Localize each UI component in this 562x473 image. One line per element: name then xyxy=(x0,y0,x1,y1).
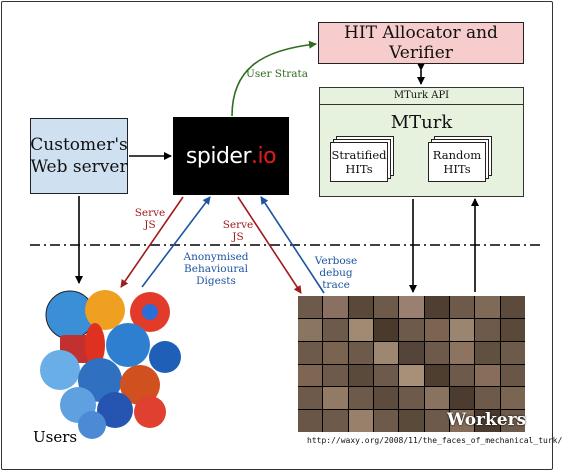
arrow-user-strata xyxy=(231,40,317,117)
arrow-spider-to-users xyxy=(120,196,184,288)
spider-io-logo: spider.io xyxy=(173,117,289,195)
arrow-spider-to-workers xyxy=(237,196,302,294)
random-hits-stack: Random HITs xyxy=(428,136,492,182)
anonymised-digests-label: Anonymised Behavioural Digests xyxy=(183,251,249,287)
user-strata-label: User Strata xyxy=(246,68,308,80)
mturk-label: MTurk xyxy=(390,112,453,133)
credit-url: http://waxy.org/2008/11/the_faces_of_mec… xyxy=(307,436,562,445)
verbose-debug-label: Verbose debug trace xyxy=(314,255,358,291)
spider-io-name: spider xyxy=(185,143,252,169)
serve-js-right-label: Serve JS xyxy=(222,219,254,243)
customer-server-label: Customer's Web server xyxy=(30,135,128,177)
workers-photo-collage xyxy=(298,296,525,432)
mturk-api-label: MTurk API xyxy=(320,88,523,105)
hit-allocator-label: HIT Allocator and Verifier xyxy=(344,23,498,63)
stratified-hits-label: Stratified HITs xyxy=(330,142,388,182)
mturk-box: MTurk API MTurk Stratified HITs Random H… xyxy=(319,87,524,197)
users-label: Users xyxy=(33,428,78,446)
customer-server-box: Customer's Web server xyxy=(30,118,128,194)
spider-io-suffix: .io xyxy=(251,143,277,169)
serve-js-left-label: Serve JS xyxy=(134,207,166,231)
stratified-hits-stack: Stratified HITs xyxy=(330,136,394,182)
hit-allocator-box: HIT Allocator and Verifier xyxy=(318,22,524,64)
workers-label: Workers xyxy=(447,410,527,430)
random-hits-label: Random HITs xyxy=(428,142,486,182)
arrow-workers-to-spider xyxy=(260,196,325,294)
arrow-users-to-spider xyxy=(141,196,211,288)
